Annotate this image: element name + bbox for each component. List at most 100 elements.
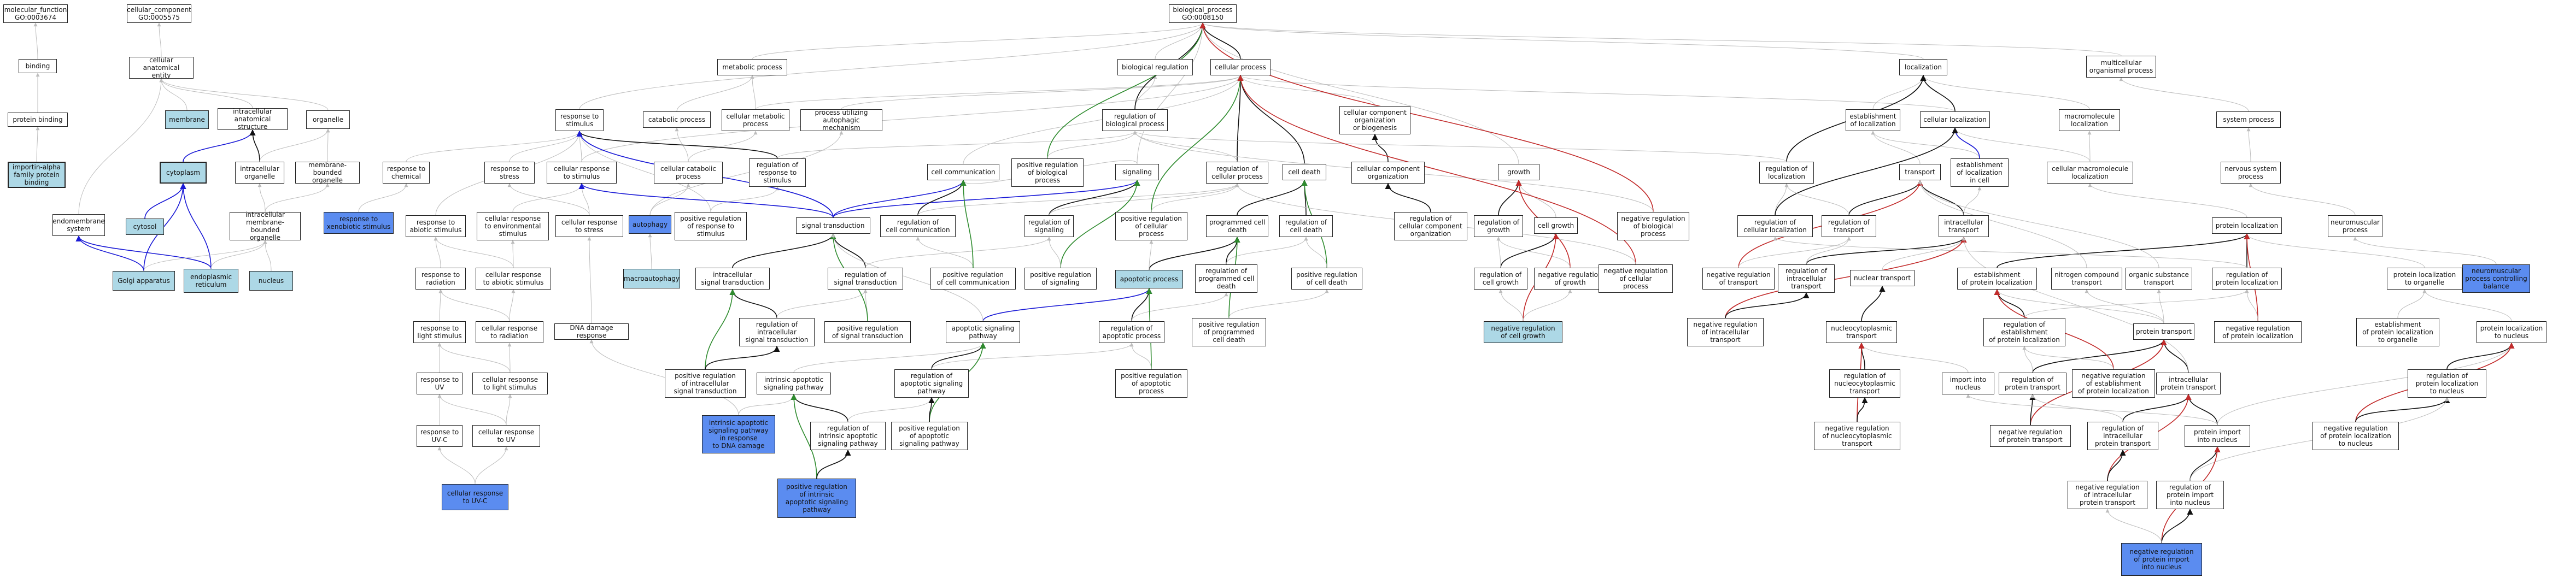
node-intracellular-membrane-bounded-organelle[interactable]: intracellular membrane-bounded organelle	[230, 211, 301, 241]
node-regulation-of-protein-localization-to-nucleus[interactable]: regulation of protein localization to nu…	[2408, 369, 2486, 398]
node-negative-regulation-of-biological-process[interactable]: negative regulation of biological proces…	[1617, 212, 1689, 240]
node-signaling[interactable]: signaling	[1115, 164, 1159, 180]
node-importin-alpha-binding[interactable]: importin-alpha family protein binding	[8, 162, 66, 188]
node-programmed-cell-death[interactable]: programmed cell death	[1206, 215, 1268, 237]
node-response-to-chemical[interactable]: response to chemical	[383, 162, 430, 184]
node-negative-regulation-of-growth[interactable]: negative regulation of growth	[1534, 268, 1606, 290]
node-organic-substance-transport[interactable]: organic substance transport	[2126, 268, 2192, 290]
node-intracellular-anatomical-structure[interactable]: intracellular anatomical structure	[218, 108, 288, 131]
node-system-process[interactable]: system process	[2216, 111, 2281, 128]
node-protein-localization-to-nucleus[interactable]: protein localization to nucleus	[2477, 321, 2546, 343]
node-catabolic-process[interactable]: catabolic process	[643, 111, 711, 128]
node-transport[interactable]: transport	[1899, 164, 1941, 180]
node-cell-growth[interactable]: cell growth	[1534, 217, 1578, 234]
node-cellular-response-to-stress[interactable]: cellular response to stress	[555, 215, 623, 237]
node-regulation-of-localization[interactable]: regulation of localization	[1759, 162, 1814, 184]
node-intrinsic-apoptotic-dna-damage[interactable]: intrinsic apoptotic signaling pathway in…	[702, 415, 775, 453]
node-protein-localization-to-organelle[interactable]: protein localization to organelle	[2387, 268, 2462, 290]
node-protein-transport[interactable]: protein transport	[2133, 323, 2194, 340]
node-macromolecule-localization[interactable]: macromolecule localization	[2059, 109, 2120, 131]
node-response-to-abiotic-stimulus[interactable]: response to abiotic stimulus	[406, 215, 466, 237]
node-positive-regulation-of-signaling[interactable]: positive regulation of signaling	[1024, 268, 1097, 290]
node-growth[interactable]: growth	[1498, 164, 1539, 180]
node-multicellular-organismal-process[interactable]: multicellular organismal process	[2086, 56, 2156, 78]
node-cellular-component-organization[interactable]: cellular component organization	[1351, 162, 1425, 184]
node-cellular-metabolic-process[interactable]: cellular metabolic process	[722, 109, 789, 131]
node-protein-import-into-nucleus[interactable]: protein import into nucleus	[2185, 425, 2250, 447]
node-intracellular-signal-transduction[interactable]: intracellular signal transduction	[695, 268, 770, 290]
node-cellular-localization[interactable]: cellular localization	[1920, 111, 1990, 128]
node-process-utilizing-autophagic[interactable]: process utilizing autophagic mechanism	[800, 109, 882, 132]
node-molecular-function[interactable]: molecular_function GO:0003674	[3, 4, 68, 23]
node-positive-regulation-of-intracellular-signal-transduction[interactable]: positive regulation of intracellular sig…	[665, 369, 746, 398]
node-positive-regulation-of-biological-process[interactable]: positive regulation of biological proces…	[1011, 158, 1084, 187]
node-response-to-radiation[interactable]: response to radiation	[415, 268, 466, 290]
node-regulation-of-cellular-process[interactable]: regulation of cellular process	[1206, 162, 1268, 184]
node-biological-regulation[interactable]: biological regulation	[1117, 59, 1193, 75]
node-localization[interactable]: localization	[1899, 59, 1947, 75]
node-response-to-stimulus[interactable]: response to stimulus	[555, 109, 604, 131]
node-membrane[interactable]: membrane	[165, 110, 209, 129]
node-regulation-of-cellular-component-organization[interactable]: regulation of cellular component organiz…	[1394, 212, 1467, 240]
node-positive-regulation-of-programmed-cell-death[interactable]: positive regulation of programmed cell d…	[1192, 318, 1266, 346]
node-organelle[interactable]: organelle	[306, 110, 350, 129]
node-cellular-response-to-environmental-stimulus[interactable]: cellular response to environmental stimu…	[477, 212, 549, 240]
node-regulation-of-protein-localization[interactable]: regulation of protein localization	[2212, 268, 2282, 290]
node-regulation-of-establishment-of-protein-localization[interactable]: regulation of establishment of protein l…	[1983, 318, 2065, 346]
node-negative-regulation-of-establishment-of-protein-localization[interactable]: negative regulation of establishment of …	[2072, 369, 2155, 398]
node-apoptotic-signaling-pathway[interactable]: apoptotic signaling pathway	[946, 321, 1020, 343]
node-negative-regulation-of-nucleocytoplasmic-transport[interactable]: negative regulation of nucleocytoplasmic…	[1814, 422, 1900, 450]
node-regulation-of-programmed-cell-death[interactable]: regulation of programmed cell death	[1195, 264, 1257, 293]
node-biological-process[interactable]: biological_process GO:0008150	[1169, 4, 1237, 23]
node-regulation-of-cell-communication[interactable]: regulation of cell communication	[880, 215, 956, 237]
node-cellular-response-to-stimulus[interactable]: cellular response to stimulus	[547, 162, 617, 184]
node-regulation-of-intracellular-signal-transduction[interactable]: regulation of intracellular signal trans…	[739, 318, 815, 346]
node-macroautophagy[interactable]: macroautophagy	[623, 269, 680, 288]
node-intracellular-organelle[interactable]: intracellular organelle	[235, 162, 284, 184]
node-regulation-of-intracellular-transport[interactable]: regulation of intracellular transport	[1778, 264, 1835, 293]
node-regulation-of-signal-transduction[interactable]: regulation of signal transduction	[828, 268, 903, 290]
node-response-to-xenobiotic[interactable]: response to xenobiotic stimulus	[324, 212, 394, 234]
node-dna-damage-response[interactable]: DNA damage response	[554, 323, 629, 340]
node-regulation-of-apoptotic-signaling-pathway[interactable]: regulation of apoptotic signaling pathwa…	[894, 369, 969, 398]
node-cellular-component[interactable]: cellular_component GO:0005575	[127, 4, 191, 23]
node-golgi-apparatus[interactable]: Golgi apparatus	[113, 271, 175, 291]
node-regulation-of-intracellular-protein-transport[interactable]: regulation of intracellular protein tran…	[2087, 422, 2158, 450]
node-cellular-response-to-uv[interactable]: cellular response to UV	[472, 425, 540, 447]
node-nuclear-transport[interactable]: nuclear transport	[1850, 270, 1915, 286]
node-cellular-response-to-uv-c[interactable]: cellular response to UV-C	[442, 484, 508, 510]
node-regulation-of-transport[interactable]: regulation of transport	[1822, 215, 1876, 237]
node-cellular-catabolic-process[interactable]: cellular catabolic process	[654, 162, 723, 184]
node-signal-transduction[interactable]: signal transduction	[796, 217, 870, 234]
node-positive-regulation-of-signal-transduction[interactable]: positive regulation of signal transducti…	[824, 321, 911, 343]
node-cellular-response-to-light-stimulus[interactable]: cellular response to light stimulus	[472, 373, 548, 394]
node-endomembrane-system[interactable]: endomembrane system	[52, 214, 105, 236]
node-cell-death[interactable]: cell death	[1283, 164, 1326, 180]
node-import-into-nucleus[interactable]: import into nucleus	[1942, 373, 1994, 394]
node-regulation-of-intrinsic-apoptotic-signaling-pathway[interactable]: regulation of intrinsic apoptotic signal…	[810, 422, 886, 450]
node-positive-regulation-of-cellular-process[interactable]: positive regulation of cellular process	[1115, 212, 1187, 240]
node-negative-regulation-of-transport[interactable]: negative regulation of transport	[1702, 268, 1775, 290]
node-regulation-of-cell-growth[interactable]: regulation of cell growth	[1474, 268, 1527, 290]
node-regulation-of-biological-process[interactable]: regulation of biological process	[1102, 109, 1168, 131]
node-neuromuscular-process[interactable]: neuromuscular process	[2328, 215, 2382, 237]
node-response-to-uv[interactable]: response to UV	[417, 373, 462, 394]
node-regulation-of-nucleocytoplasmic-transport[interactable]: regulation of nucleocytoplasmic transpor…	[1829, 369, 1900, 398]
node-autophagy[interactable]: autophagy	[629, 215, 671, 234]
node-cytosol[interactable]: cytosol	[126, 219, 164, 235]
node-regulation-of-response-to-stimulus[interactable]: regulation of response to stimulus	[749, 158, 806, 187]
node-nitrogen-compound-transport[interactable]: nitrogen compound transport	[2051, 268, 2122, 290]
node-intracellular-protein-transport[interactable]: intracellular protein transport	[2156, 373, 2221, 394]
node-binding[interactable]: binding	[19, 59, 57, 73]
node-cellular-process[interactable]: cellular process	[1210, 59, 1271, 75]
node-cell-communication[interactable]: cell communication	[927, 164, 999, 180]
node-establishment-of-localization[interactable]: establishment of localization	[1846, 109, 1900, 131]
node-regulation-of-growth[interactable]: regulation of growth	[1474, 215, 1523, 237]
node-negative-regulation-of-cellular-process[interactable]: negative regulation of cellular process	[1599, 264, 1673, 293]
node-positive-regulation-of-apoptotic-signaling-pathway[interactable]: positive regulation of apoptotic signali…	[891, 422, 968, 450]
node-nervous-system-process[interactable]: nervous system process	[2221, 162, 2281, 184]
node-positive-regulation-of-cell-communication[interactable]: positive regulation of cell communicatio…	[930, 268, 1016, 290]
node-nucleocytoplasmic-transport[interactable]: nucleocytoplasmic transport	[1826, 321, 1897, 343]
node-negative-regulation-of-protein-transport[interactable]: negative regulation of protein transport	[1990, 425, 2071, 447]
node-regulation-of-signaling[interactable]: regulation of signaling	[1024, 215, 1074, 237]
